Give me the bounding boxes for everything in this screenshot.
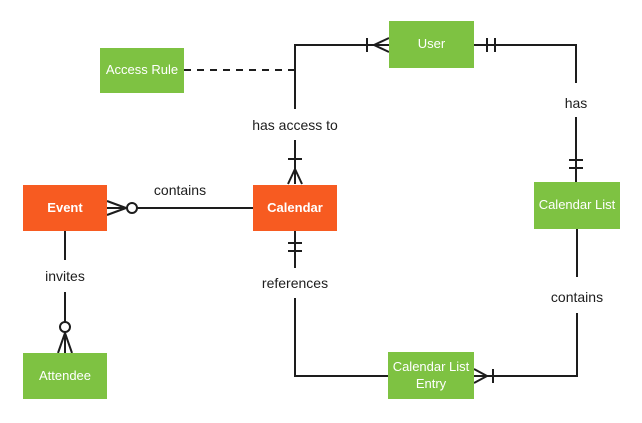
zero-ring-attendee: [59, 321, 71, 333]
relationship-label-contains-list: contains: [547, 289, 607, 305]
relationship-label-references: references: [258, 275, 332, 291]
relationship-label-contains-event: contains: [150, 182, 210, 198]
contains-list-line-bottom: [474, 313, 578, 377]
has-line-top: [474, 44, 577, 83]
zero-ring-event: [126, 202, 138, 214]
entity-calendar-list: Calendar List: [534, 182, 620, 229]
connector-has: [474, 38, 583, 182]
entity-attendee: Attendee: [23, 353, 107, 399]
connector-contains-event-calendar: [106, 200, 253, 216]
connector-contains-list-entry: [473, 229, 578, 384]
entity-user: User: [389, 21, 474, 68]
entity-access-rule: Access Rule: [100, 48, 184, 93]
entity-calendar: Calendar: [253, 185, 337, 231]
one-or-many-marker-calendar: [287, 158, 303, 185]
has-access-to-line-upper: [294, 44, 374, 109]
relationship-label-invites: invites: [42, 268, 88, 284]
relationship-label-has-access-to: has access to: [249, 117, 341, 133]
one-or-many-marker-entry: [473, 368, 494, 384]
connector-has-access-to: [287, 37, 390, 185]
entity-event: Event: [23, 185, 107, 231]
entity-calendar-list-entry: Calendar List Entry: [388, 352, 474, 399]
zero-or-many-marker-attendee: [57, 332, 73, 354]
one-or-many-marker-user: [366, 37, 390, 53]
one-and-only-one-marker-calendar-list: [569, 159, 583, 169]
relationship-label-has: has: [561, 95, 591, 111]
zero-or-many-marker-event: [106, 200, 127, 216]
references-line-bottom: [294, 298, 388, 377]
connector-invites: [57, 231, 73, 354]
connector-references: [288, 231, 388, 377]
